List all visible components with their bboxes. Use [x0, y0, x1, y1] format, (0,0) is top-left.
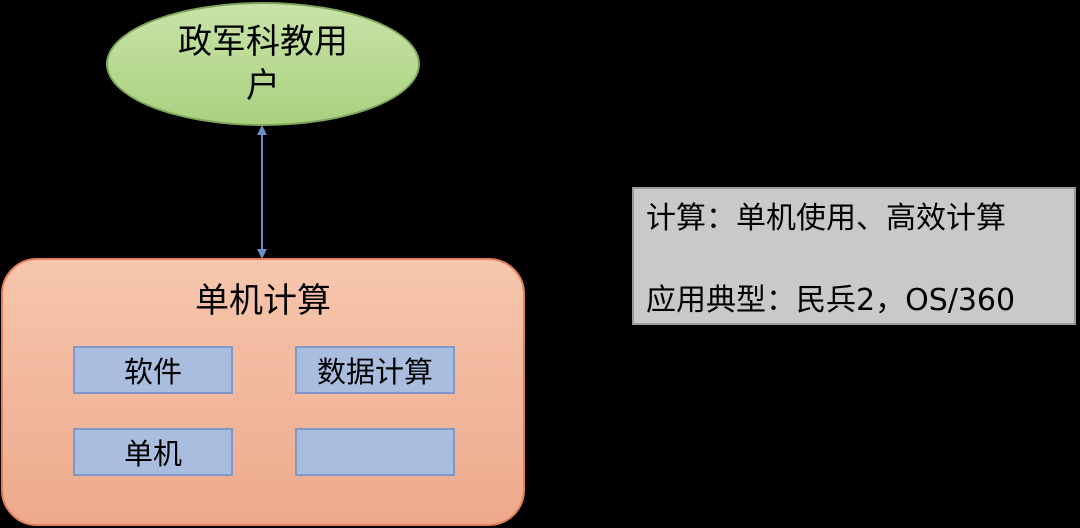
info-line-applications: 应用典型：民兵2，OS/360: [646, 283, 1016, 318]
module-data-computing: 数据计算: [295, 346, 455, 394]
module-software: 软件: [73, 346, 233, 394]
module-empty: [295, 428, 455, 476]
info-box: 计算：单机使用、高效计算 应用典型：民兵2，OS/360: [632, 187, 1076, 325]
standalone-computing-box: 单机计算 软件 数据计算 单机: [1, 258, 525, 526]
info-line-computing: 计算：单机使用、高效计算: [646, 201, 1006, 236]
computing-box-title: 单机计算: [195, 281, 331, 321]
module-standalone: 单机: [73, 428, 233, 476]
user-node-label: 政军科教用户: [178, 22, 348, 106]
user-node: 政军科教用户: [106, 2, 420, 126]
